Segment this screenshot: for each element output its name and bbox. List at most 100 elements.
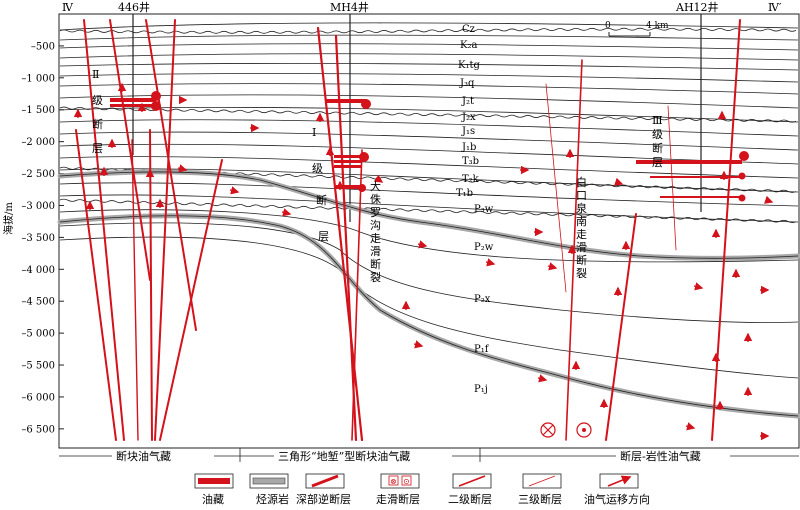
migration-arrow — [229, 186, 240, 195]
fault-name-char: 罗 — [370, 206, 381, 219]
horizon-line — [59, 131, 799, 151]
stratum-label: J₂x — [461, 112, 476, 123]
y-tick-label: –2 500 — [21, 169, 55, 180]
stratum-label: J₂t — [461, 96, 474, 107]
fault-name-char: 断 — [576, 253, 587, 267]
oil-reservoir-dot — [359, 152, 369, 162]
oil-reservoirs — [110, 91, 749, 202]
stratum-label: P₃w — [474, 204, 494, 215]
fault-class-char: 层 — [92, 142, 103, 155]
horizon-line — [59, 106, 799, 123]
migration-arrow-swatch — [607, 475, 632, 487]
stratum-label: J₁b — [461, 142, 476, 153]
fault-name-char: 大 — [370, 179, 381, 193]
oil-reservoir-dot — [739, 151, 749, 161]
fault-class-char: 断 — [316, 193, 327, 207]
horizon-line — [59, 73, 799, 83]
oil-reservoir — [326, 99, 366, 103]
corner-right-label: Ⅳ′ — [768, 1, 782, 14]
well-ah12-label: AH12井 — [675, 0, 719, 14]
fault-name-char: 裂 — [370, 271, 381, 284]
secondary-fault — [154, 19, 176, 441]
migration-arrow — [685, 422, 696, 431]
secondary-fault — [149, 129, 153, 441]
y-tick-label: –3 500 — [21, 233, 55, 244]
well-mh4-label: MH4井 — [330, 0, 369, 14]
horizon-line — [59, 43, 799, 51]
oil-reservoir — [334, 160, 362, 163]
y-tick-label: –1 500 — [21, 105, 55, 116]
fault-name-char: 白 — [576, 175, 587, 189]
scale-bar: 0 4 km — [605, 21, 669, 37]
migration-arrow — [547, 262, 558, 271]
fault-name-char: 南 — [576, 215, 587, 228]
oil-reservoir — [110, 104, 156, 107]
stratum-label: J₃q — [459, 78, 475, 89]
tertiary-fault-swatch — [528, 475, 556, 487]
migration-arrow — [537, 374, 548, 383]
secondary-fault-swatch — [458, 475, 486, 487]
stratum-label: T₂k — [462, 174, 480, 185]
horizon-line — [59, 83, 799, 95]
reservoir-type-row: 断块油气藏 三角形“地堑”型断块油气藏 断层-岩性油气藏 — [59, 448, 799, 463]
svg-text:⊙: ⊙ — [403, 477, 410, 486]
y-tick-label: –5 000 — [21, 329, 55, 340]
y-axis-title: 海拔/m — [2, 202, 15, 235]
y-tick-label: –6 500 — [21, 424, 55, 435]
secondary-fault — [145, 19, 197, 331]
stratum-label: P₁j — [474, 384, 488, 395]
y-tick-label: –4 500 — [21, 297, 55, 308]
legend-label: 油藏 — [202, 492, 224, 506]
deep-thrust-swatch — [311, 474, 339, 488]
stratum-label: J₁s — [461, 126, 475, 137]
corner-left-label: Ⅳ — [62, 1, 74, 14]
migration-arrows — [73, 82, 774, 441]
legend: ⊗ ⊙ 油藏 烃源岩 深部逆断层 走滑断层 二级断层 三级断层 油气运移方向 — [194, 473, 650, 506]
fault-name-char: 裂 — [576, 267, 587, 280]
oil-reservoir-dot — [151, 101, 161, 111]
fault-name-char: 口 — [576, 189, 587, 202]
stratum-label: T₃b — [462, 156, 479, 167]
oil-reservoir-swatch — [198, 478, 230, 484]
legend-label: 三级断层 — [518, 492, 562, 506]
fault-class-char: 层 — [652, 156, 663, 169]
migration-arrow — [177, 164, 188, 173]
oil-reservoir — [660, 196, 742, 198]
horizon-line — [59, 168, 799, 193]
migration-arrow — [693, 282, 704, 291]
fault-class-char: 断 — [652, 141, 663, 155]
fault-name-char: 断 — [370, 257, 381, 271]
y-tick-label: –2 000 — [21, 137, 55, 148]
migration-arrow — [373, 174, 384, 183]
secondary-fault — [711, 19, 741, 441]
horizon-line — [59, 119, 799, 137]
fault-class-char: Ⅱ — [92, 68, 99, 81]
migration-arrow — [417, 240, 428, 249]
secondary-fault — [159, 159, 223, 441]
fault-class-char: 断 — [92, 117, 103, 131]
oil-reservoir — [336, 185, 362, 189]
fault-class-char: 级 — [92, 94, 103, 107]
reservoir-type-label: 断块油气藏 — [116, 449, 171, 463]
fault-class-char: 层 — [318, 230, 329, 243]
well-446-label: 446井 — [118, 0, 150, 14]
secondary-fault — [605, 213, 637, 441]
legend-label: 烃源岩 — [256, 492, 289, 506]
source-rock-band-lower — [57, 213, 800, 419]
source-rock-band-lower-edge — [59, 215, 799, 417]
unconformity-line — [59, 106, 797, 123]
horizon-line — [59, 53, 799, 61]
oil-reservoir — [636, 160, 742, 164]
plot-frame — [58, 13, 800, 449]
oil-reservoir — [110, 98, 156, 102]
fault-name-char: 滑 — [576, 241, 587, 254]
y-tick-label: –4 000 — [21, 265, 55, 276]
fault-class-labels: Ⅱ 级 断 层 Ⅰ 级 断 层 Ⅲ 级 断 层 — [92, 68, 663, 243]
y-tick-label: –500 — [31, 41, 55, 52]
legend-label: 走滑断层 — [376, 492, 420, 506]
oil-reservoir-dot — [358, 184, 366, 192]
fault-class-char: Ⅲ — [652, 114, 663, 127]
